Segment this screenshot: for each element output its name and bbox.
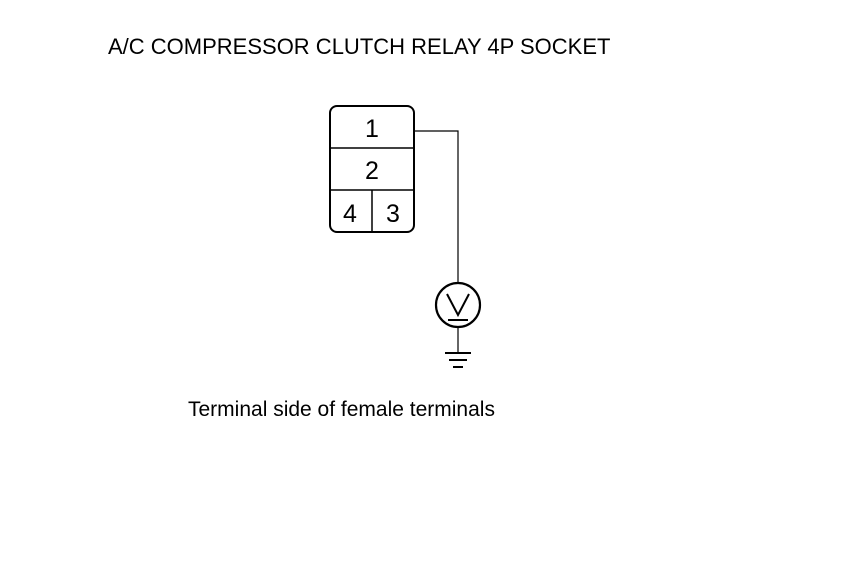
terminal-1-label: 1	[365, 115, 379, 143]
terminal-4-label: 4	[343, 200, 357, 228]
diagram-title: A/C COMPRESSOR CLUTCH RELAY 4P SOCKET	[108, 34, 611, 59]
terminal-2-label: 2	[365, 157, 379, 185]
voltmeter-icon	[434, 281, 482, 329]
relay-socket-connector: 1 2 4 3	[329, 105, 415, 233]
probe-wire	[414, 130, 459, 284]
ground-icon	[445, 352, 471, 368]
terminal-3-label: 3	[386, 200, 400, 228]
view-caption: Terminal side of female terminals	[188, 398, 495, 421]
